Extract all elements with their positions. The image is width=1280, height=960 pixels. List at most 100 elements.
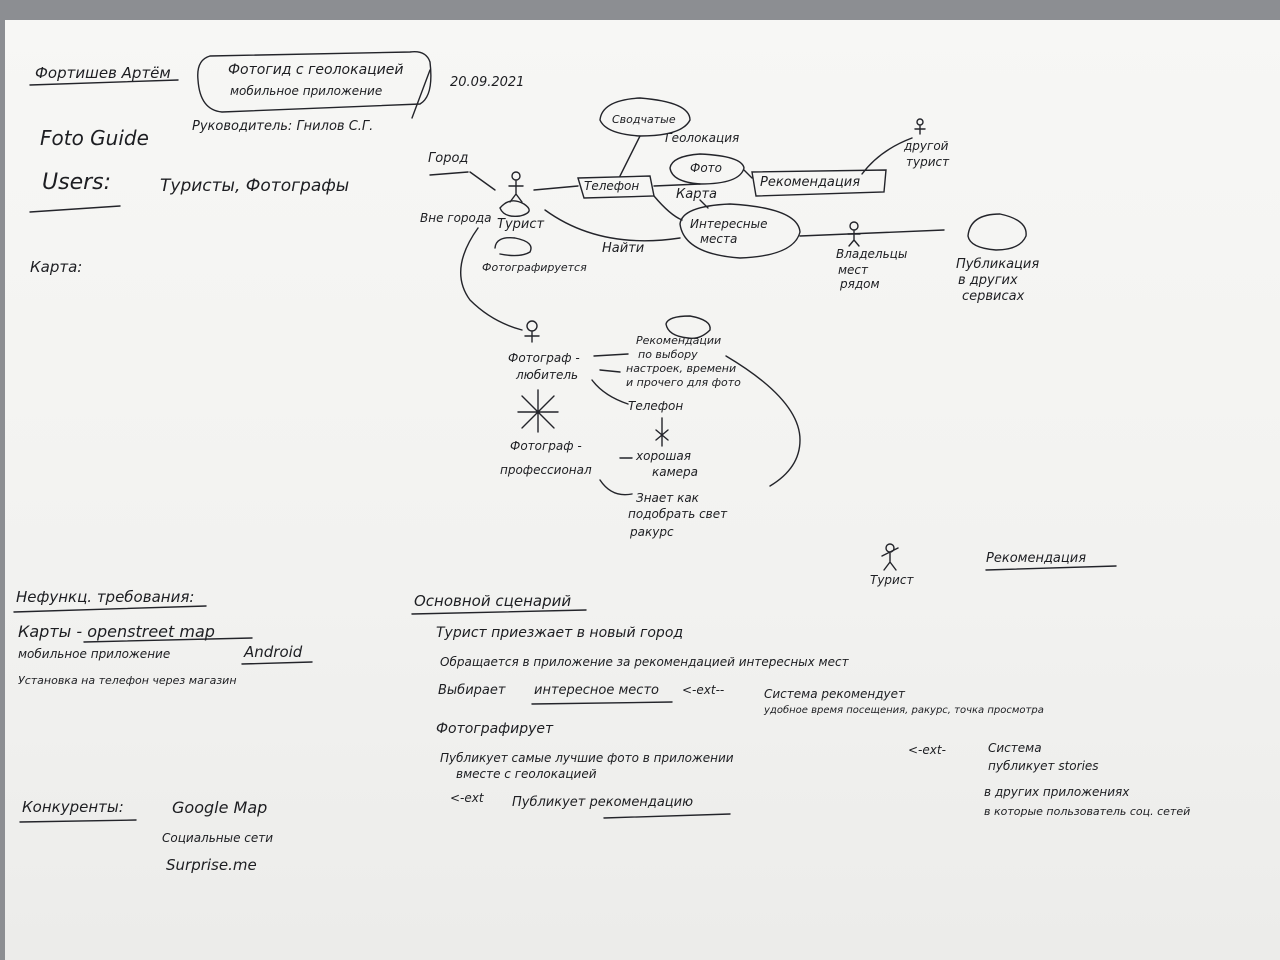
android-underline [241,661,313,665]
rec-by-choice-label-1: Рекомендации [636,334,722,347]
interest-place-underline [531,701,673,705]
users-value: Туристы, Фотографы [160,176,350,196]
header-slash [411,69,431,119]
interesting-places-label-1: Интересные [690,217,768,231]
recommendation-underline [985,565,1117,571]
scenario-line5c: вместе с геолокацией [456,767,597,781]
competitors-underline [19,819,137,823]
amateur-label-2: любитель [516,368,579,382]
scenario-line5f: в которые пользователь соц. сетей [984,805,1191,818]
scenario-line5b: Система [988,741,1042,755]
bracket-line [599,369,621,373]
city-label: Город [428,151,469,166]
tourist-to-amateur [460,227,523,331]
scenario-title: Основной сценарий [414,592,572,610]
rec-choice-oval [665,315,711,340]
competitor-social: Социальные сети [162,831,274,845]
date: 20.09.2021 [450,75,525,90]
knows-label-1: Знает как [636,491,699,505]
scenario-line3d: удобное время посещения, ракурс, точка п… [764,705,1044,716]
tourist-actor [508,171,524,203]
requirements-line3: Установка на телефон через магазин [18,674,237,687]
scenario-line2: Обращается в приложение за рекомендацией… [440,655,849,669]
phone-to-map [653,183,701,187]
scenario-line5a: Публикует самые лучшие фото в приложении [440,751,734,765]
map-label: Карта: [30,258,83,276]
map-to-rec [743,169,753,179]
phone-to-find [653,195,683,221]
publish-label-1: Публикация [956,257,1040,272]
scenario-line3a: Выбирает [438,683,506,698]
requirements-line1: Карты - openstreet map [18,622,215,641]
rec-by-choice-label-4: и прочего для фото [626,376,741,389]
scenario-line5-ext: <-ext- [908,743,946,757]
knows-label-3: ракурс [630,525,674,539]
map-to-interest [699,199,709,209]
tourist-actor-label: Турист [497,217,545,232]
phone-label: Телефон [584,179,640,193]
geolocation-label: Геолокация [665,131,740,145]
reviews-label: Сводчатые [612,113,676,126]
pro-label-1: Фотограф - [510,439,582,453]
scenario-line3b: интересное место [534,683,659,698]
tourist-actor2-label: Турист [870,573,914,587]
scenario-line3c: Система рекомендует [764,687,906,701]
photographer-cluster-label: Фотографируется [482,261,587,274]
publish-label-2: в других [958,273,1018,288]
title-box [197,51,432,113]
interesting-places-label-2: места [700,232,738,246]
openstreet-underline [83,637,253,643]
reviews-to-phone [619,135,641,177]
all-city-label: Вне города [420,211,492,225]
owners-actor [847,221,861,247]
scenario-line6-ext: <-ext [450,791,484,805]
owners-label-2: мест [838,263,869,277]
scenario-line1: Турист приезжает в новый город [436,625,684,641]
project-title-line2: мобильное приложение [230,84,383,98]
competitor-google-map: Google Map [172,798,268,817]
phone2-label: Телефон [628,399,684,413]
scenario-line4: Фотографирует [436,721,554,737]
recommendation-node-label: Рекомендация [760,175,861,190]
rec-to-other [861,137,913,175]
generalize-star [517,389,559,433]
owners-label-1: Владельцы [836,247,908,261]
big-curve [725,355,801,487]
publish-oval [967,213,1027,251]
recommendation-label: Рекомендация [986,551,1087,566]
rec-box [751,169,887,197]
interest-oval [679,203,801,259]
pro-to-knows [599,479,633,496]
rec-by-choice-label-2: по выбору [638,348,698,361]
knows-label-2: подобрать свет [628,507,728,521]
other-tourist-actor [914,118,926,135]
reviews-oval [599,97,691,137]
owners-label-3: рядом [840,277,880,291]
phone2-to-camera [655,417,669,447]
requirements-line2b: Android [244,643,303,661]
product-name: Foto Guide [40,126,149,150]
requirements-line2a: мобильное приложение [18,647,171,661]
other-tourist-label-1: другой [904,139,949,153]
users-label: Users: [42,170,112,195]
map-node-top-label: Фото [690,161,723,175]
project-title-line1: Фотогид с геолокацией [228,62,404,78]
amateur-to-rec [593,353,629,357]
amateur-label-1: Фотограф - [508,351,580,365]
author-name: Фортишев Артём [35,64,171,82]
users-underline [29,205,121,213]
tourist-actor2 [881,543,899,571]
amateur-actor [524,320,540,343]
map-oval [669,153,745,185]
requirements-title: Нефункц. требования: [16,588,195,606]
pro-label-2: профессионал [500,463,592,477]
tourist-scribble [499,200,530,218]
phone-oval [577,175,655,199]
map-node-label: Карта [676,187,717,202]
scenario-line3-ext: <-ext-- [682,683,725,697]
scenario-line5e: в других приложениях [984,785,1130,799]
find-label: Найти [602,241,645,256]
competitor-surprise: Surprise.me [166,856,257,874]
